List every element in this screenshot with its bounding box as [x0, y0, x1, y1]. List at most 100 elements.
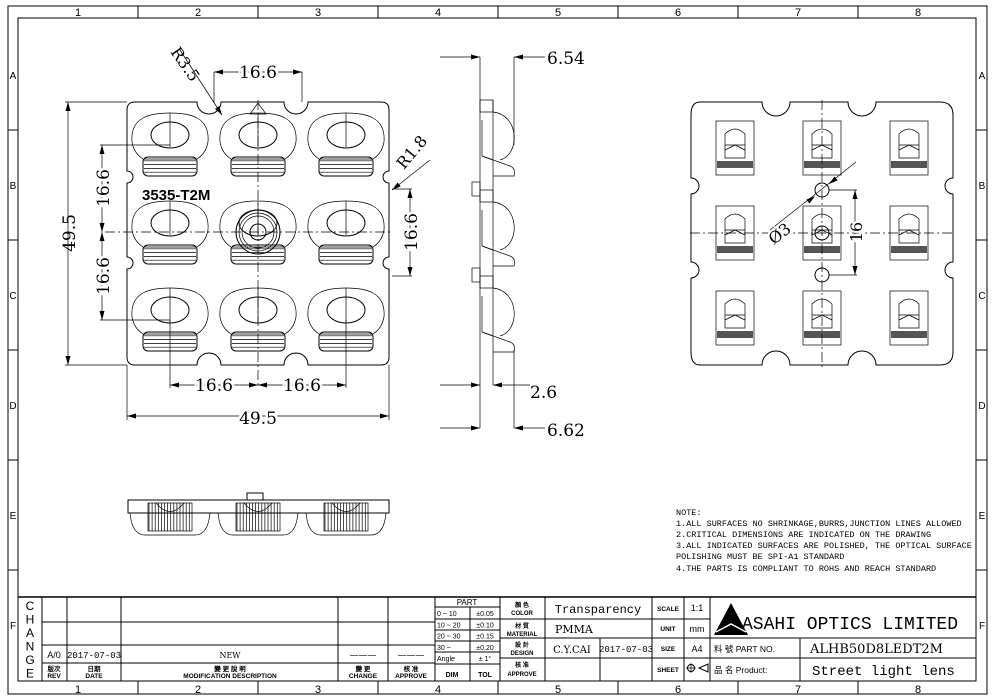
arrowhead	[493, 382, 502, 388]
side-dimension-arrows	[471, 54, 523, 431]
rev-change: ———	[350, 651, 377, 661]
sheet-label: SHEET	[657, 667, 679, 674]
pitch-bottom-left-dimension: 16.6	[195, 376, 233, 396]
change-letters: CHANGE	[25, 599, 34, 681]
column-label: 6	[675, 684, 681, 696]
material-label: MATERIAL	[507, 632, 538, 638]
pitch-right-dimension: 16.6	[402, 213, 422, 251]
scale-label: SCALE	[657, 606, 680, 613]
tolerance-range: 0 ~ 10	[437, 611, 457, 618]
arrowhead	[514, 425, 523, 431]
desc-header-cn: 變 更 說 明	[213, 664, 246, 673]
row-label: A	[979, 71, 986, 82]
column-label: 2	[195, 684, 201, 696]
change-letter: E	[26, 667, 34, 681]
row-label: D	[978, 401, 985, 412]
led-footprint	[889, 120, 929, 176]
arrowhead	[806, 196, 815, 204]
rev-date: 2017-07-03	[67, 651, 121, 661]
dimension-arrows	[65, 69, 413, 419]
unit-label: UNIT	[660, 626, 675, 633]
tolerance-value: ±0.20	[476, 645, 494, 652]
tolerance-value: ±0.10	[476, 622, 494, 629]
date-header-cn: 日期	[88, 664, 102, 673]
part-no-label: 料 號 PART NO.	[714, 644, 775, 654]
row-label: B	[979, 181, 986, 192]
column-label: 5	[555, 7, 561, 19]
arrowhead	[380, 413, 389, 419]
arrowhead	[471, 382, 480, 388]
approve-label-cn: 核 准	[515, 661, 529, 669]
rev-description: NEW	[219, 651, 241, 660]
date-header: DATE	[85, 673, 103, 680]
tolerance-range: Angle	[437, 656, 455, 663]
pitch-top-dimension: 16.6	[239, 63, 277, 83]
product-value: Street light lens	[812, 664, 955, 680]
height-dimension: 49.5	[60, 214, 80, 252]
size-value: A4	[691, 644, 702, 654]
row-label: E	[979, 511, 986, 522]
led-footprint	[889, 290, 929, 346]
rev-approve: ———	[398, 651, 425, 661]
approve-header: APPROVE	[395, 673, 427, 680]
unit-value: mm	[690, 624, 705, 634]
row-label: B	[10, 181, 17, 192]
row-label: C	[9, 291, 16, 302]
led-footprint	[715, 120, 755, 176]
column-label: 1	[75, 7, 81, 19]
color-value: Transparency	[555, 603, 641, 617]
back-plate-outline	[690, 101, 954, 366]
tolerance-value: ±0.05	[476, 611, 494, 618]
tolerance-range: 30 ~	[437, 645, 451, 652]
dim-header: DIM	[446, 672, 459, 679]
bottom-view	[127, 492, 390, 536]
side-radius-dimension: R1.8	[393, 132, 432, 173]
arrowhead	[99, 311, 105, 320]
hole-spacing-dimension: 16	[847, 222, 866, 242]
designer-value: C.Y.CAI	[553, 645, 591, 656]
arrowhead	[471, 54, 480, 60]
approve-header-cn: 核 准	[404, 664, 419, 673]
lens-plate-outline	[126, 101, 390, 366]
note-line: 4.THE PARTS IS COMPLIANT TO ROHS AND REA…	[676, 564, 936, 574]
pitch-left-lower-dimension: 16.6	[94, 257, 114, 295]
pitch-left-upper-dimension: 16.6	[94, 169, 114, 207]
asahi-logo	[714, 603, 748, 635]
front-dimension-lines	[65, 49, 431, 420]
change-header-cn: 變 更	[355, 664, 371, 673]
arrowhead	[471, 425, 480, 431]
front-view: 3535-T2M 49.5 49.5 16.6 16.6 16.6 16.6 1…	[60, 43, 432, 431]
design-date: 2017-07-03	[599, 645, 653, 655]
size-label: SIZE	[661, 646, 676, 653]
row-label: F	[979, 621, 985, 632]
bottom-lens-profile	[217, 502, 299, 536]
row-label: D	[9, 401, 16, 412]
lens-array	[131, 112, 385, 352]
column-label: 7	[795, 684, 801, 696]
side-lens-profile	[471, 181, 515, 267]
bottom-lens-profile	[305, 502, 387, 536]
arrowhead	[407, 189, 413, 198]
arrowhead	[99, 145, 105, 154]
row-label: E	[10, 511, 17, 522]
tolerance-title: PART	[457, 598, 478, 607]
arrowhead	[337, 382, 346, 388]
column-label: 8	[915, 684, 921, 696]
notes: NOTE: 1.ALL SURFACES NO SHRINKAGE,BURRS,…	[676, 508, 972, 574]
change-letter: C	[26, 599, 35, 613]
column-label: 2	[195, 7, 201, 19]
change-letter: H	[26, 613, 35, 627]
design-label-cn: 設 計	[515, 641, 529, 649]
title-block: CHANGE A/0 2017-07-03 NEW ——— ——— 版次 REV…	[18, 596, 976, 681]
arrowhead	[514, 54, 523, 60]
scale-value: 1:1	[691, 603, 704, 613]
tolerance-range: 10 ~ 20	[437, 622, 461, 629]
side-lens-profiles	[471, 99, 515, 353]
arrowhead	[65, 102, 71, 111]
row-label: F	[10, 621, 16, 632]
back-view: Ø3 16	[690, 100, 955, 370]
